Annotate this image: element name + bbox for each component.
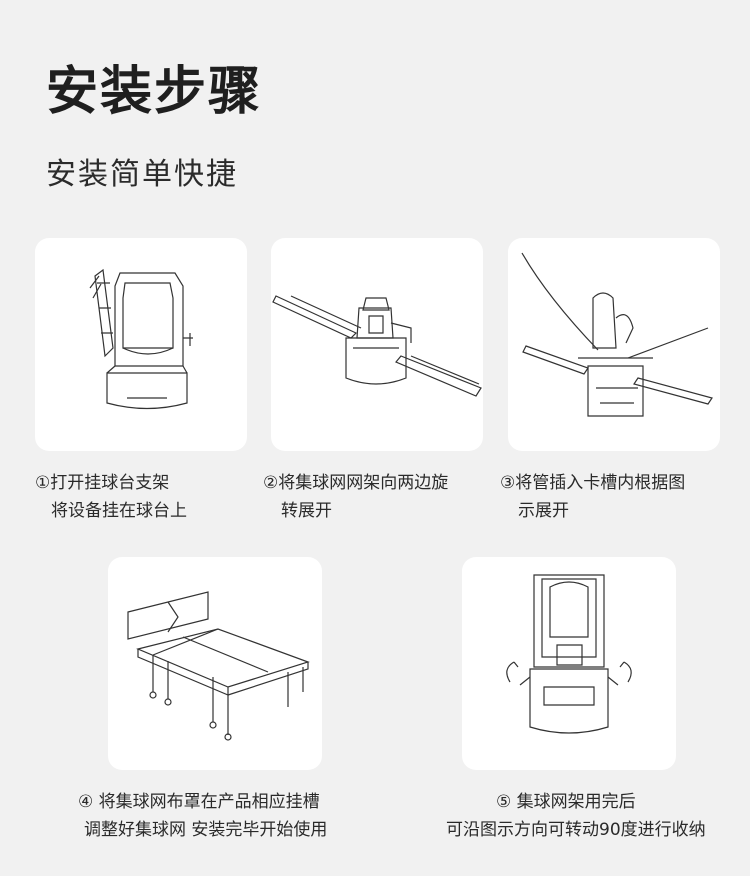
device-folded-drawing — [89, 268, 193, 410]
step-5-caption-line2: 可沿图示方向可转动90度进行收纳 — [446, 820, 706, 840]
step-2-caption: ②将集球网网架向两边旋 转展开 — [263, 469, 448, 525]
step-3-caption-line1: ③将管插入卡槽内根据图 — [500, 473, 686, 493]
step-4-illustration-card — [108, 557, 322, 770]
page-subtitle: 安装简单快捷 — [46, 157, 238, 192]
step-2-illustration-card — [271, 238, 483, 451]
step-4-caption-line1: ④ 将集球网布罩在产品相应挂槽 — [78, 792, 320, 812]
step-1-caption-line2: 将设备挂在球台上 — [51, 501, 187, 521]
page-title: 安装步骤 — [46, 62, 263, 122]
step-4-caption: ④ 将集球网布罩在产品相应挂槽 调整好集球网 安装完毕开始使用 — [78, 788, 327, 844]
step-5-caption: ⑤ 集球网架用完后 可沿图示方向可转动90度进行收纳 — [446, 788, 706, 844]
step-1-caption: ①打开挂球台支架 将设备挂在球台上 — [35, 469, 187, 525]
step-2-caption-line2: 转展开 — [281, 501, 332, 521]
step-2-caption-line1: ②将集球网网架向两边旋 — [263, 473, 449, 493]
step-3-caption-line2: 示展开 — [518, 501, 569, 521]
step-3-caption: ③将管插入卡槽内根据图 示展开 — [500, 469, 685, 525]
step-5-illustration-card — [462, 557, 676, 770]
table-with-net-drawing — [127, 591, 310, 741]
step-3-illustration-card — [508, 238, 720, 451]
pipe-insert-drawing — [521, 252, 713, 417]
step-4-caption-line2: 调整好集球网 安装完毕开始使用 — [84, 820, 328, 840]
net-frame-rotate-drawing — [272, 295, 482, 397]
fold-storage-drawing — [506, 574, 632, 734]
step-5-caption-line1: ⑤ 集球网架用完后 — [496, 792, 636, 812]
step-1-caption-line1: ①打开挂球台支架 — [35, 473, 170, 493]
step-1-illustration-card — [35, 238, 247, 451]
